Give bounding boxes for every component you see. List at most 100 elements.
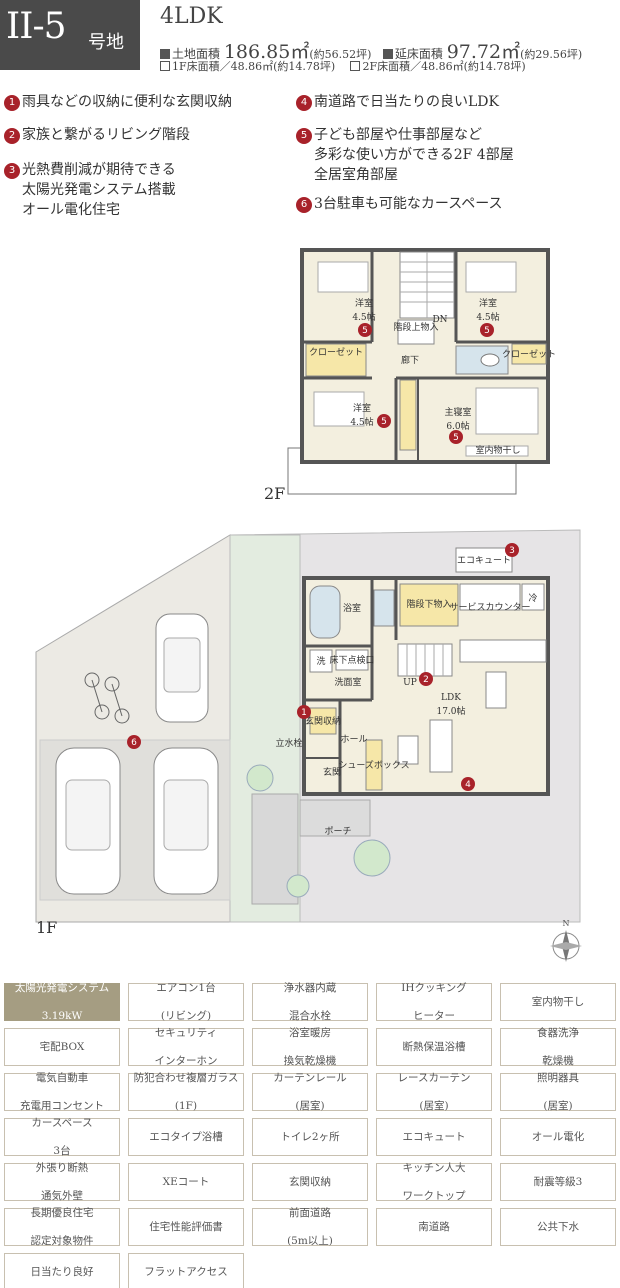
- shoes-box-label: シューズボックス: [338, 759, 409, 771]
- stair-up-label: UP: [403, 678, 417, 688]
- ecocute-unit: [455, 547, 513, 573]
- wash-label: 洗: [316, 655, 325, 667]
- bath-label: 浴室: [343, 602, 361, 614]
- shoes-box: [365, 739, 383, 791]
- entrance-label: 玄関: [323, 766, 341, 778]
- amenity-item: 前面道路(5m以上): [252, 1207, 368, 1247]
- amenity-item: IHクッキングヒーター: [376, 982, 492, 1022]
- lot-suffix: 号地: [88, 32, 124, 53]
- porch-label: ポーチ: [324, 826, 351, 837]
- marker-5-icon: [449, 430, 463, 444]
- room-2f-ne-label: 洋室: [479, 297, 497, 309]
- tree-icon: [246, 764, 274, 792]
- room-2f-sw-label: 洋室: [353, 402, 371, 414]
- square-open-icon: [160, 61, 170, 71]
- amenity-item: 浴室暖房換気乾燥機: [252, 1027, 368, 1067]
- underfloor-hatch: [335, 649, 369, 671]
- floor-area-label: 延床面積: [394, 47, 443, 61]
- car-icon: [55, 747, 121, 895]
- amenity-item: フラットアクセス: [128, 1253, 244, 1288]
- toilet-1f: [373, 589, 395, 627]
- hall-label: ホール: [340, 734, 367, 745]
- tree-icon: [353, 839, 391, 877]
- floor-plans: 洋室 4.5帖 洋室 4.5帖 洋室 4.5帖 主寝室 6.0帖 廊下 階段上物…: [35, 248, 582, 962]
- compass-icon: N: [550, 919, 582, 962]
- coffee-table: [397, 735, 419, 765]
- amenity-item: 食器洗浄乾燥機: [500, 1027, 616, 1067]
- amenity-item: 玄関収納: [252, 1163, 368, 1201]
- amenity-item: 浄水器内蔵混合水栓: [252, 982, 368, 1022]
- marker-3-icon: [505, 543, 519, 557]
- tree-icon: [286, 874, 310, 898]
- room-2f-master-label: 主寝室: [444, 406, 471, 418]
- room-2f-ne-size: 4.5帖: [476, 311, 499, 323]
- closet-2f-3: [399, 379, 417, 451]
- square-filled-icon: [382, 49, 393, 59]
- car-icon: [155, 613, 209, 723]
- marker-2-icon: [419, 672, 433, 686]
- closet-2f-1-label: クローゼット: [309, 346, 363, 358]
- marker-6-icon: [127, 735, 141, 749]
- amenity-item: キッチン人大ワークトップ: [376, 1162, 492, 1202]
- room-2f-sw-size: 4.5帖: [350, 416, 373, 428]
- marker-1-icon: [297, 705, 311, 719]
- bicycle-icon: [84, 672, 130, 724]
- amenity-item: オール電化: [500, 1118, 616, 1156]
- porch: [299, 799, 371, 837]
- amenity-item: 外張り断熱通気外壁: [4, 1162, 120, 1202]
- room-2f-nw-size: 4.5帖: [352, 311, 375, 323]
- plan-1f: 浴室 洗面室 洗 床下点検口 玄関収納 ホール 玄関 ポーチ 階段下物入 サービ…: [35, 529, 582, 962]
- amenity-item: 宅配BOX: [4, 1028, 120, 1066]
- fridge-icon: [521, 583, 545, 611]
- marker-4-icon: [461, 777, 475, 791]
- attic-storage-box: [397, 319, 435, 345]
- marker-2-icon: 2: [4, 128, 20, 144]
- amenity-item: 室内物干し: [500, 983, 616, 1021]
- land-area-tsubo: (約56.52坪): [309, 48, 372, 61]
- car-icon: [153, 747, 219, 895]
- floor-label-2f: 2F: [264, 484, 286, 503]
- marker-4-icon: 4: [296, 95, 312, 111]
- ecocute-label: エコキュート: [457, 556, 511, 566]
- service-counter: [459, 583, 521, 611]
- floor-label-1f: 1F: [36, 918, 58, 937]
- square-open-icon: [350, 61, 361, 71]
- under-stair-storage: [399, 583, 459, 627]
- svg-text:5: 5: [453, 433, 459, 443]
- amenity-item: エアコン1台(リビング): [128, 982, 244, 1022]
- layout-type: 4LDK: [160, 4, 223, 29]
- room-2f-nw-label: 洋室: [355, 297, 373, 309]
- room-2f-master-size: 6.0帖: [446, 420, 469, 432]
- lot-number-badge: II-5 号地: [0, 0, 140, 70]
- closet-2f-1: [305, 343, 367, 377]
- attic-storage-label: 階段上物入: [393, 321, 438, 333]
- sofa-icon: [429, 719, 453, 773]
- amenity-item: レースカーテン(居室): [376, 1072, 492, 1112]
- amenity-item: 南道路: [376, 1208, 492, 1246]
- indoor-drying-label: 室内物干し: [475, 444, 520, 456]
- amenity-item: 日当たり良好: [4, 1253, 120, 1288]
- amenity-item: エコタイプ浴槽: [128, 1118, 244, 1156]
- amenity-item: XEコート: [128, 1163, 244, 1201]
- amenity-item: エコキュート: [376, 1118, 492, 1156]
- hallway-2f-label: 廊下: [401, 354, 419, 366]
- underfloor-label: 床下点検口: [329, 654, 374, 666]
- bathtub-icon: [309, 585, 341, 639]
- svg-text:4: 4: [465, 780, 471, 790]
- marker-3-icon: 3: [4, 163, 20, 179]
- amenity-item: 長期優良住宅認定対象物件: [4, 1207, 120, 1247]
- svg-text:5: 5: [381, 417, 387, 427]
- marker-5-icon: [358, 323, 372, 337]
- marker-1-icon: 1: [4, 95, 20, 111]
- washer-icon: [309, 649, 333, 673]
- closet-2f-2-label: クローゼット: [502, 348, 556, 360]
- floor-area-value: 97.72㎡: [446, 41, 521, 63]
- svg-text:6: 6: [131, 738, 137, 748]
- washroom-label: 洗面室: [334, 676, 361, 688]
- amenity-item: カーテンレール(居室): [252, 1072, 368, 1112]
- svg-text:3: 3: [509, 546, 515, 556]
- indoor-drying-rack: [465, 445, 529, 457]
